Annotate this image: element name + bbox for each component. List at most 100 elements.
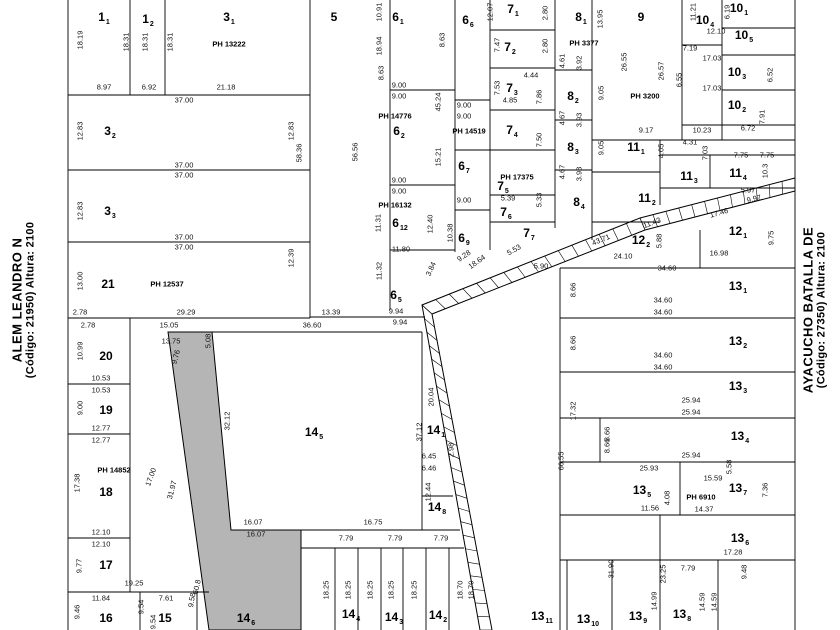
parcel-label-3-1: 31: [223, 11, 235, 26]
dimension-label: 32.12: [222, 411, 232, 431]
hatch-tick: [585, 239, 593, 252]
parcel-label-18: 18: [99, 486, 112, 498]
parcel-label-13-1: 131: [729, 280, 747, 295]
parcel-label-7-5: 75: [497, 180, 509, 195]
dimension-label: 14.59: [697, 592, 707, 612]
parcel-subscript: 7: [465, 168, 470, 175]
parcel-subscript: 9: [643, 618, 648, 625]
dimension-label: 4.31: [682, 137, 698, 147]
parcel-number: 16: [99, 611, 113, 625]
parcel-number: 21: [101, 277, 115, 291]
parcel-number: 15: [158, 611, 172, 625]
dimension-label: 12.10: [91, 539, 111, 549]
hatch-tick: [691, 204, 696, 218]
dimension-label: 43.71: [590, 232, 612, 248]
parcel-label-20: 20: [99, 350, 112, 362]
dimension-label: 13.00: [75, 271, 85, 291]
dimension-label: 8.97: [96, 82, 112, 92]
street-detail-left: (Código: 21950) Altura: 2100: [24, 221, 37, 379]
dimension-label: 12.77: [91, 435, 111, 445]
parcel-number: 14: [236, 611, 251, 625]
dimension-label: 15.05: [159, 320, 179, 330]
street-detail-right: (Código: 27350) Altura: 2100: [815, 231, 828, 389]
parcel-subscript: 2: [646, 242, 651, 249]
hatch-tick: [730, 194, 733, 208]
dimension-label: 4.08: [662, 490, 672, 506]
parcel-label-14-3: 143: [384, 610, 403, 626]
parcel-label-13-10: 1310: [577, 613, 599, 628]
hatch-tick: [441, 413, 453, 420]
dimension-label: 10.91: [374, 2, 384, 22]
dimension-label: 15.21: [433, 147, 443, 167]
dimension-label: 18.25: [321, 580, 331, 600]
dimension-label: 18.25: [409, 580, 419, 600]
parcel-label-5: 5: [331, 11, 338, 23]
dimension-label: 18.25: [343, 580, 353, 600]
parcel-label-6-12: 612: [392, 217, 407, 232]
parcel-subscript: 2: [511, 49, 516, 56]
ph-label-5: PH 17375: [500, 172, 534, 182]
dimension-label: 8.66: [568, 335, 578, 351]
dimension-label: 18.70: [466, 580, 476, 600]
hatch-tick: [489, 277, 499, 288]
parcel-number: 10: [727, 98, 742, 112]
parcel-label-11-2: 112: [638, 192, 656, 207]
dimension-label: 18.70: [455, 580, 465, 600]
parcel-label-7-7: 77: [523, 226, 535, 242]
parcel-number: 14: [384, 610, 399, 624]
parcel-number: 3: [104, 124, 111, 138]
parcel-label-6-1: 61: [392, 11, 404, 26]
dimension-label: 3.84: [423, 260, 438, 278]
parcel-subscript: 3: [743, 388, 748, 395]
dimension-label: 18.31: [165, 32, 175, 52]
ph-label-9: PH 6910: [686, 492, 716, 502]
dimension-label: 25.94: [681, 407, 701, 417]
parcel-number: 11: [729, 166, 742, 180]
parcel-subscript: 5: [397, 297, 402, 304]
dimension-label: 4.61: [557, 53, 567, 69]
hatch-tick: [462, 288, 473, 299]
parcel-label-13-7: 137: [729, 482, 747, 497]
hatch-tick: [460, 521, 473, 525]
ph-label-7: PH 12537: [150, 279, 184, 289]
parcel-label-16: 16: [99, 612, 112, 624]
parcel-label-21: 21: [101, 278, 114, 290]
dimension-label: 7.19: [682, 43, 698, 53]
dimension-label: 17.38: [72, 473, 82, 493]
parcel-subscript: 8: [442, 509, 447, 516]
parcel-label-10-2: 102: [727, 98, 746, 114]
parcel-label-6-2: 62: [393, 125, 405, 140]
parcel-label-3-2: 32: [104, 124, 116, 140]
dimension-label: 7.36: [760, 482, 770, 498]
parcel-label-6-6: 66: [462, 14, 474, 29]
parcel-subscript: 1: [743, 233, 748, 240]
dimension-label: 37.00: [174, 242, 194, 252]
parcel-label-8-2: 82: [567, 90, 579, 105]
street-label-left: ALEM LEANDRO N (Código: 21950) Altura: 2…: [10, 222, 37, 379]
parcel-label-14-5: 145: [305, 426, 323, 441]
parcel-subscript: 2: [111, 133, 116, 140]
dimension-label: 9.00: [456, 100, 472, 110]
hatch-tick: [639, 217, 646, 231]
dimension-label: 12.07: [485, 2, 495, 22]
dimension-label: 7.53: [492, 80, 502, 96]
parcel-subscript: 3: [742, 74, 747, 81]
dimension-label: 25.93: [639, 463, 659, 473]
hatch-tick: [470, 575, 483, 578]
dimension-label: 12.83: [286, 121, 296, 141]
hatch-tick: [768, 184, 771, 198]
dimension-label: 34.60: [653, 362, 673, 372]
dimension-label: 15.59: [703, 473, 723, 483]
dimension-label: 5.90: [533, 261, 549, 271]
parcel-subscript: 1: [441, 432, 446, 439]
parcel-number: 3: [104, 204, 111, 218]
parcel-subscript: 1: [582, 19, 587, 26]
parcel-label-8-1: 81: [575, 11, 587, 26]
parcel-subscript: 5: [647, 492, 652, 499]
parcel-number: 8: [573, 195, 580, 209]
dimension-label: 12.83: [75, 121, 85, 141]
parcel-number: 7: [523, 226, 530, 240]
hatch-tick: [449, 293, 459, 304]
